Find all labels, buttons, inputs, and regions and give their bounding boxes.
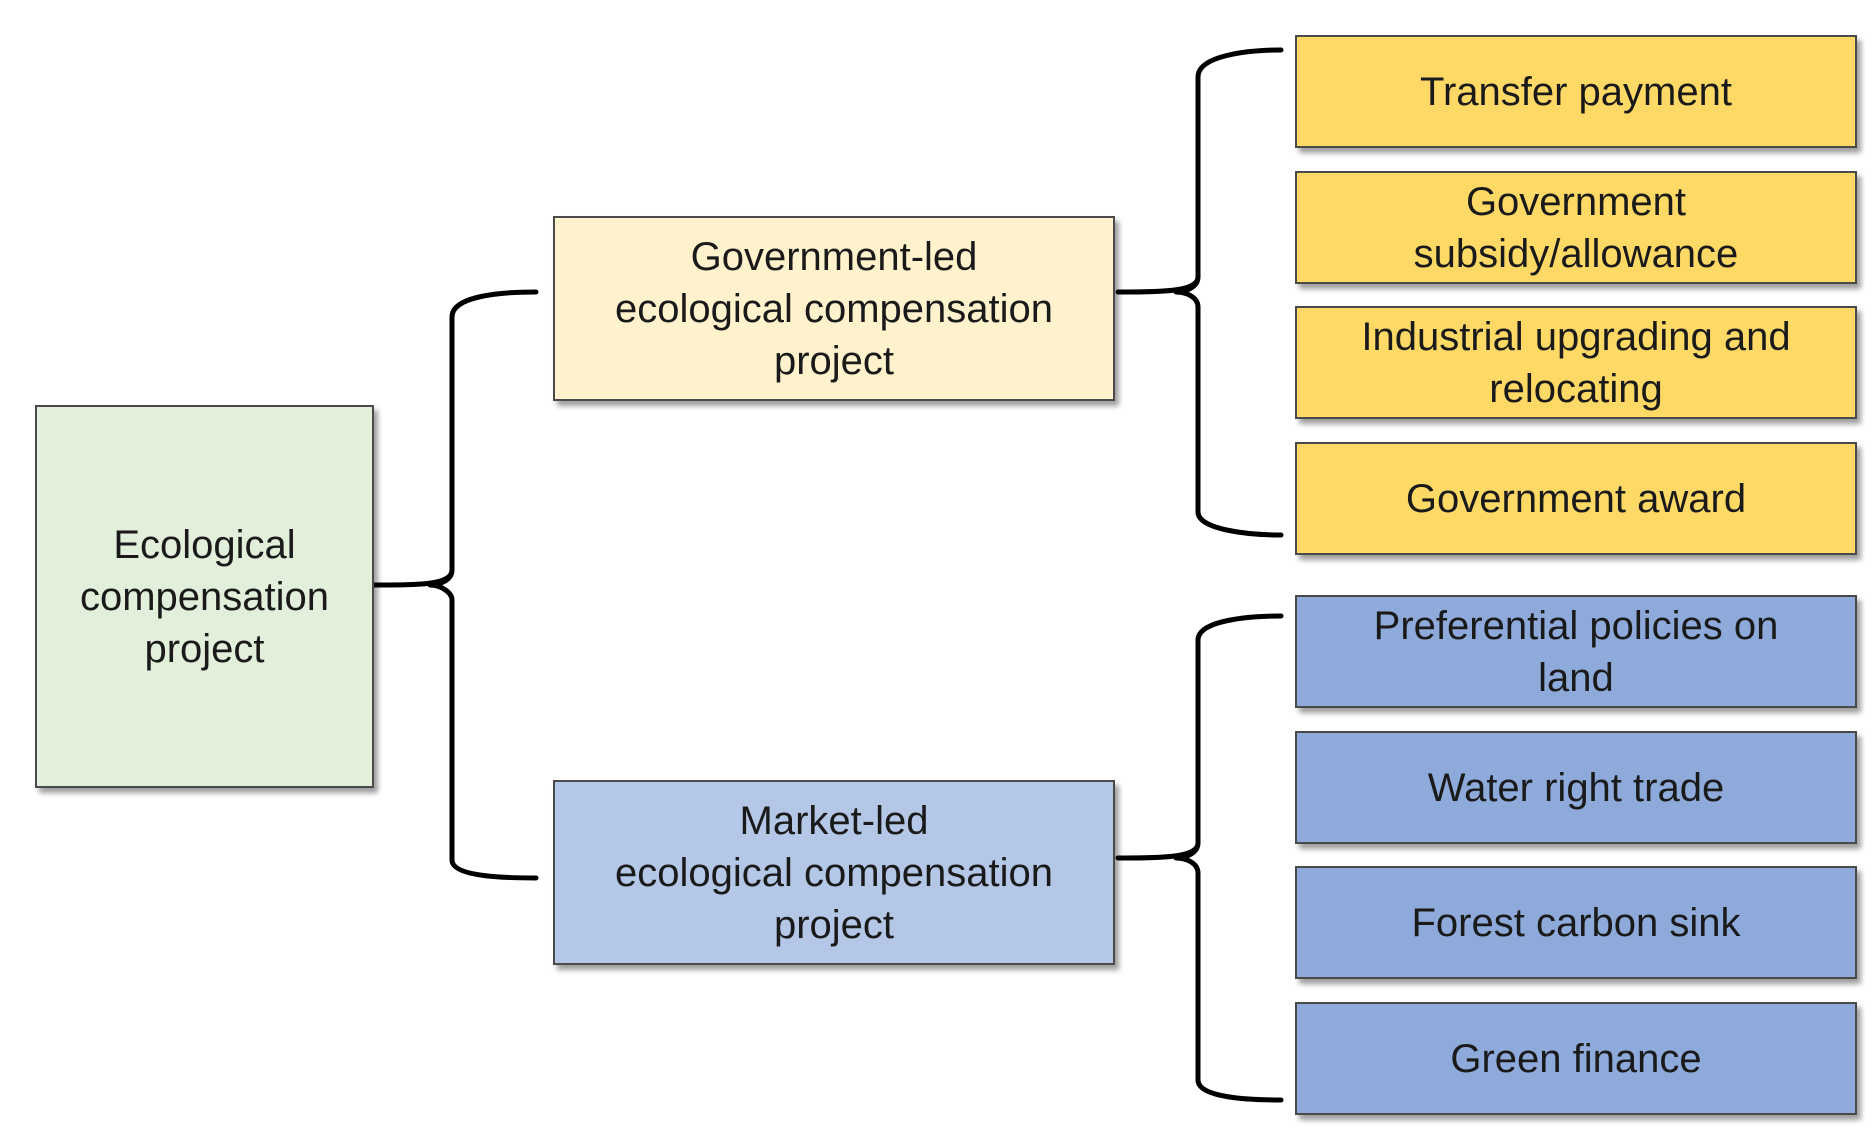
government-award-node: Government award: [1295, 442, 1857, 555]
leaf-label: Government award: [1405, 476, 1747, 521]
preferential-land-policies-node: Preferential policies on land: [1295, 595, 1857, 708]
transfer-payment-node: Transfer payment: [1295, 35, 1857, 148]
water-right-trade-node: Water right trade: [1295, 731, 1857, 844]
green-finance-node: Green finance: [1295, 1002, 1857, 1115]
market-led-label: Market-led ecological compensation proje…: [614, 798, 1054, 947]
root-node-label: Ecological compensation project: [79, 522, 330, 671]
industrial-upgrading-node: Industrial upgrading and relocating: [1295, 306, 1857, 419]
leaf-label: Green finance: [1450, 1036, 1702, 1081]
market-bracket: [1115, 613, 1284, 1103]
government-led-label: Government-led ecological compensation p…: [614, 234, 1054, 383]
root-bracket: [371, 289, 539, 881]
government-subsidy-node: Government subsidy/allowance: [1295, 171, 1857, 284]
leaf-label: Preferential policies on land: [1373, 603, 1779, 700]
root-node: Ecological compensation project: [35, 405, 374, 788]
leaf-label: Industrial upgrading and relocating: [1361, 314, 1791, 411]
government-led-node: Government-led ecological compensation p…: [553, 216, 1115, 401]
forest-carbon-sink-node: Forest carbon sink: [1295, 866, 1857, 979]
leaf-label: Water right trade: [1427, 765, 1725, 810]
leaf-label: Transfer payment: [1420, 69, 1732, 114]
leaf-label: Government subsidy/allowance: [1413, 179, 1739, 276]
leaf-label: Forest carbon sink: [1411, 900, 1741, 945]
market-led-node: Market-led ecological compensation proje…: [553, 780, 1115, 965]
government-bracket: [1115, 47, 1284, 538]
